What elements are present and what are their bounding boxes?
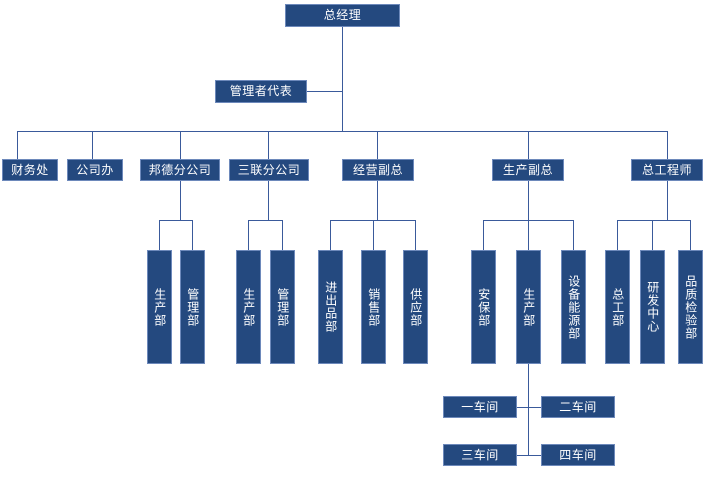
connector-chief-engineer-child-2 xyxy=(652,220,653,250)
node-sanlian-management-dept[interactable]: 管理部 xyxy=(270,250,295,364)
node-chief-engineer[interactable]: 总工程师 xyxy=(631,159,703,181)
node-workshop-2[interactable]: 二车间 xyxy=(541,396,615,418)
connector-bangde-stem xyxy=(180,181,181,220)
connector-sanlian-child-2 xyxy=(282,220,283,250)
connector-production-child-2 xyxy=(528,220,529,250)
node-bangde-management-dept[interactable]: 管理部 xyxy=(180,250,205,364)
node-finance-dept[interactable]: 财务处 xyxy=(2,159,58,181)
node-quality-inspection-dept[interactable]: 品质检验部 xyxy=(678,250,703,364)
node-sanlian-branch[interactable]: 三联分公司 xyxy=(229,159,309,181)
connector-chief-engineer-child-1 xyxy=(617,220,618,250)
node-workshop-4[interactable]: 四车间 xyxy=(541,444,615,466)
node-operations-vp[interactable]: 经营副总 xyxy=(342,159,414,181)
node-company-office[interactable]: 公司办 xyxy=(67,159,123,181)
connector-drop-chief-engineer xyxy=(667,131,668,159)
connector-production-stem xyxy=(528,181,529,220)
connector-operations-child-1 xyxy=(330,220,331,250)
connector-sanlian-stem xyxy=(268,181,269,220)
connector-production-child-1 xyxy=(483,220,484,250)
connector-workshop-row2-left xyxy=(517,455,529,456)
node-management-rep[interactable]: 管理者代表 xyxy=(215,80,307,103)
node-supply-dept[interactable]: 供应部 xyxy=(403,250,428,364)
connector-workshop-row1-left xyxy=(517,407,529,408)
node-equipment-energy-dept[interactable]: 设备能源部 xyxy=(561,250,586,364)
connector-operations-bus xyxy=(330,220,415,221)
node-rd-center[interactable]: 研发中心 xyxy=(640,250,665,364)
node-workshop-1[interactable]: 一车间 xyxy=(443,396,517,418)
connector-drop-finance xyxy=(17,131,18,159)
connector-sanlian-child-1 xyxy=(248,220,249,250)
connector-level2-bus xyxy=(17,131,667,132)
connector-sanlian-bus xyxy=(248,220,282,221)
connector-drop-bangde xyxy=(180,131,181,159)
node-bangde-branch[interactable]: 邦德分公司 xyxy=(140,159,220,181)
connector-gm-stem xyxy=(342,27,343,131)
node-sanlian-production-dept[interactable]: 生产部 xyxy=(236,250,261,364)
node-sales-dept[interactable]: 销售部 xyxy=(361,250,386,364)
node-security-dept[interactable]: 安保部 xyxy=(471,250,496,364)
connector-workshop-row1-right xyxy=(528,407,542,408)
connector-management-rep xyxy=(307,91,343,92)
node-general-manager[interactable]: 总经理 xyxy=(285,4,400,27)
connector-bangde-bus xyxy=(159,220,193,221)
node-production-vp[interactable]: 生产副总 xyxy=(492,159,564,181)
connector-chief-engineer-stem xyxy=(667,181,668,220)
node-chief-engineering-dept[interactable]: 总工部 xyxy=(605,250,630,364)
connector-chief-engineer-bus xyxy=(617,220,690,221)
connector-workshop-row2-right xyxy=(528,455,542,456)
node-workshop-3[interactable]: 三车间 xyxy=(443,444,517,466)
connector-drop-production xyxy=(528,131,529,159)
connector-drop-sanlian xyxy=(268,131,269,159)
node-production-dept[interactable]: 生产部 xyxy=(516,250,541,364)
connector-chief-engineer-child-3 xyxy=(690,220,691,250)
connector-operations-stem xyxy=(377,181,378,220)
connector-operations-child-2 xyxy=(373,220,374,250)
connector-drop-office xyxy=(92,131,93,159)
connector-bangde-child-2 xyxy=(192,220,193,250)
connector-production-child-3 xyxy=(573,220,574,250)
connector-workshop-stem xyxy=(528,364,529,456)
connector-bangde-child-1 xyxy=(159,220,160,250)
connector-drop-operations xyxy=(377,131,378,159)
node-bangde-production-dept[interactable]: 生产部 xyxy=(147,250,172,364)
connector-operations-child-3 xyxy=(415,220,416,250)
node-import-export-dept[interactable]: 进出品部 xyxy=(318,250,343,364)
